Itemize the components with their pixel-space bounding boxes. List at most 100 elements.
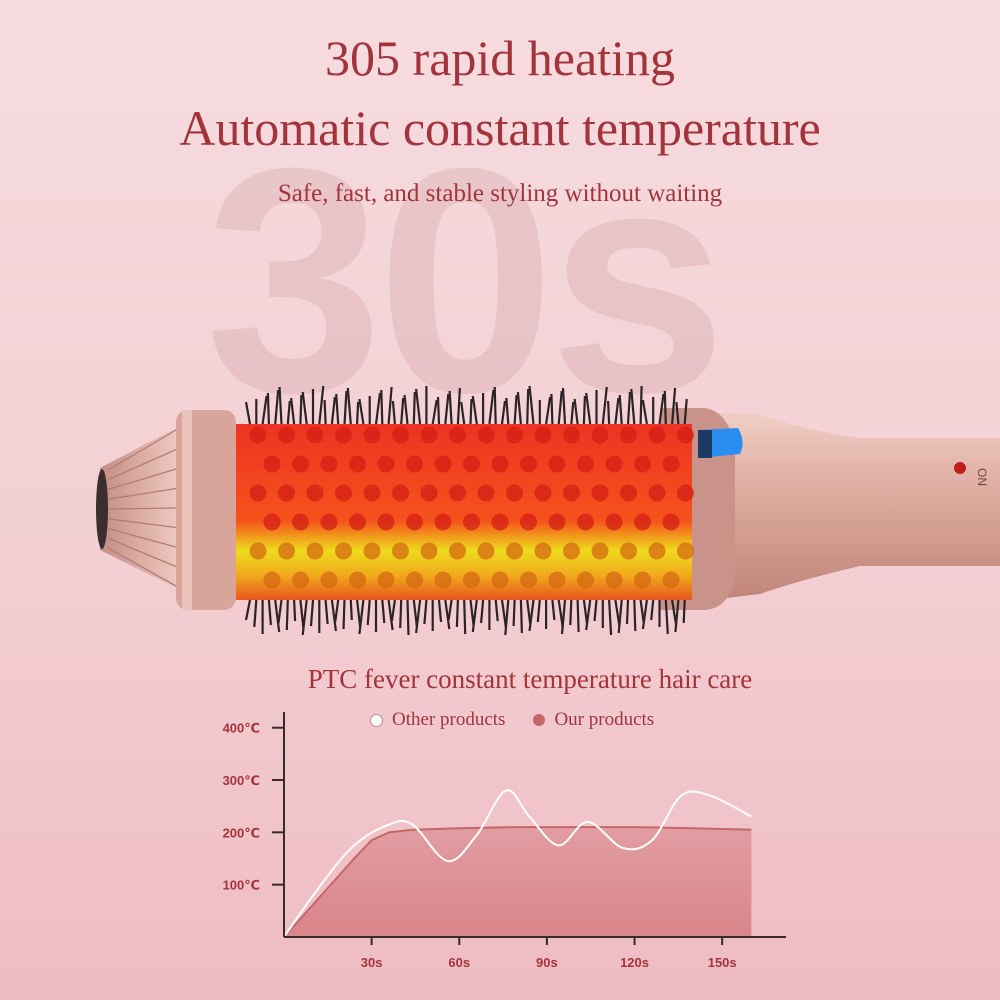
bristle [607,400,611,425]
bristle-hole [620,542,637,560]
bristle [471,395,478,425]
bristle-hole [477,426,495,444]
bristle-hole [392,542,409,560]
bristle-hole [434,571,452,589]
bristle [493,386,497,425]
bristle [390,599,396,622]
bristle-hole [349,571,366,589]
x-tick-label: 30s [361,955,383,970]
bristle [630,388,636,425]
cone-rib [107,527,177,548]
watermark-30s: 30s [205,130,727,430]
bristle-hole [306,542,324,560]
bristle-hole [463,455,480,473]
bristle-hole [306,426,324,444]
bristle [290,397,296,425]
bristle-hole [591,426,609,444]
bristle [358,398,365,425]
cone-rib [107,507,177,510]
bristle [528,385,535,425]
headline-constant-temperature: Automatic constant temperature [179,100,821,156]
bristle-hole [648,484,666,502]
bristle-hole [406,513,423,531]
bristle [536,599,541,623]
legend-dot-other-icon [370,713,383,727]
bristle [444,393,450,425]
bristle [342,599,346,630]
bristle [274,389,280,425]
bristle-hole [605,571,623,589]
bristle [516,391,522,425]
bristle [626,391,632,425]
bristle [512,599,516,627]
cone-rib [107,448,177,481]
bristle-hole [249,542,267,560]
bristle-hole [434,513,452,531]
bristle [444,599,451,630]
bristle [301,599,308,636]
bristle-hole [463,571,480,589]
bristle-hole [648,542,666,560]
bristle [387,599,394,631]
bristle-hole [449,426,466,444]
bristle [625,599,630,625]
bristle [277,599,283,624]
series-ours-area [284,827,752,937]
bristle-hole [563,542,580,560]
bristle [381,599,386,624]
bristle [658,393,665,425]
legend-label-ours: Our products [554,709,655,730]
bristle-hole [363,542,381,560]
cone-rib [107,487,177,500]
bristle-hole [520,455,537,473]
bristle [633,599,637,632]
handle [660,410,1000,606]
chart-legend: Other products Our products [370,708,654,732]
bristle [318,385,325,425]
bristle [526,388,530,425]
bristle [561,387,567,425]
bristle-hole [477,542,495,560]
y-tick-label: 400℃ [223,721,260,736]
bristle [494,599,499,622]
bristle [343,390,348,425]
bristle [387,386,393,425]
bristle [663,390,667,425]
bristle [366,599,371,626]
bristle [266,392,270,425]
bristle [528,599,535,632]
bristle-hole [491,513,509,531]
bristle [335,393,340,425]
legend-dot-ours-icon [533,714,546,726]
bristle-hole [335,542,352,560]
bristle [641,599,648,630]
bristle-hole [534,484,552,502]
bristle-hole [506,484,523,502]
bristle [456,387,461,425]
bristle [437,599,443,623]
bristle [278,386,283,425]
bristle-hole [392,484,409,502]
bristle-hole [591,542,609,560]
bristle-hole [278,542,295,560]
chart-title: PTC fever constant temperature hair care [307,664,753,694]
x-tick-label: 90s [536,955,558,970]
bristle-hole [548,455,566,473]
legend-label-other: Other products [392,709,506,730]
bristle [560,599,567,635]
bristle [301,391,308,425]
bristle-hole [349,455,366,473]
y-tick-label: 100℃ [223,878,260,893]
bristle-hole [406,571,423,589]
bristle [415,388,422,425]
bristle [639,599,645,623]
bristle-hole [477,484,495,502]
bristle [608,599,613,636]
bristle [582,395,586,425]
bristle-hole [605,513,623,531]
bristle [460,401,466,425]
bristle [617,599,623,634]
bristle-hole [420,426,438,444]
y-tick-label: 300℃ [223,773,260,788]
bristle-hole [563,426,580,444]
